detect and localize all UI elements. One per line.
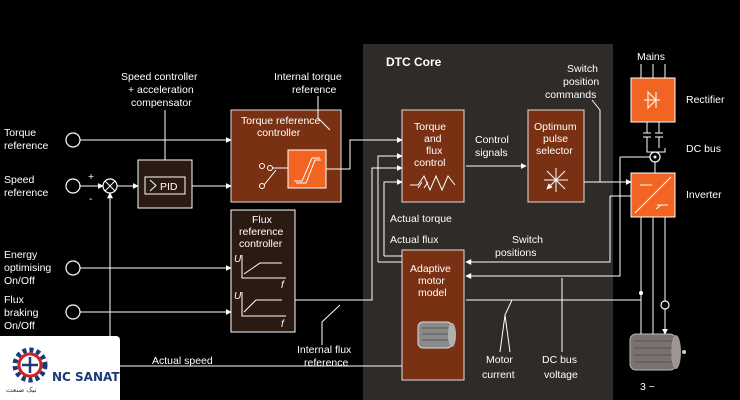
dtc-core-title: DTC Core [386,55,442,69]
flux-braking-input: Flux braking On/Off [4,294,81,332]
optimum-pulse-selector-block: Optimum pulse selector [527,109,585,203]
motor-3-phase-icon [629,333,686,371]
svg-text:motor: motor [418,275,445,287]
internal-torque-reference-label: Internal torque reference [274,71,342,96]
mains-lines [640,64,666,173]
svg-text:controller: controller [239,238,283,250]
svg-text:controller: controller [257,127,301,139]
svg-text:model: model [418,287,447,299]
svg-text:f: f [281,280,285,291]
torque-reference-input: Torque reference [4,127,81,152]
energy-optimising-input: Energy optimising On/Off [4,249,81,287]
svg-text:Control: Control [475,134,509,146]
svg-text:f: f [281,319,285,330]
svg-text:signals: signals [475,147,508,159]
dc-bus-label: DC bus [686,143,721,155]
motor-icon [417,321,456,349]
inverter-label: Inverter [686,189,722,201]
svg-text:Motor: Motor [486,354,513,366]
svg-text:current: current [482,369,515,381]
brand-logo: NC SANAT نیک صنعت [0,336,120,400]
svg-text:Torque reference: Torque reference [241,115,321,127]
actual-speed-label: Actual speed [152,355,213,367]
pid-label: PID [160,181,178,193]
svg-text:position: position [563,76,599,88]
svg-text:control: control [414,157,446,169]
svg-text:DC bus: DC bus [542,354,577,366]
speed-controller-label: Speed controller + acceleration compensa… [121,71,198,109]
motor-current-label: Motor current [482,354,515,381]
svg-text:reference: reference [239,226,284,238]
torque-flux-control-block: Torque and flux control [401,109,465,203]
pid-block: PID [137,159,193,209]
svg-text:U: U [234,254,242,265]
gear-logo-icon [12,347,48,383]
torque-reference-label-1: Torque [4,127,36,139]
minus-sign: - [89,193,93,205]
svg-text:reference: reference [304,357,349,369]
svg-text:Switch: Switch [567,63,598,75]
svg-text:pulse: pulse [543,133,568,145]
mains-label: Mains [637,51,665,63]
torque-reference-label-2: reference [4,140,49,152]
internal-flux-reference-label: Internal flux reference [297,344,352,369]
adaptive-motor-model-block: Adaptive motor model [401,249,465,381]
rectifier-block [630,77,676,123]
svg-text:Flux: Flux [252,214,273,226]
svg-text:commands: commands [545,89,596,101]
svg-text:selector: selector [536,145,573,157]
svg-text:U: U [234,291,242,302]
dc-bus-voltage-label: DC bus voltage [542,354,578,381]
switch-position-commands-label: Switch position commands [545,63,599,101]
summing-junction: + - [88,171,118,205]
svg-text:reference: reference [292,84,337,96]
torque-reference-controller-block: Torque reference controller [230,109,342,203]
flux-braking-label-2: braking [4,307,39,319]
flux-braking-label-3: On/Off [4,320,35,332]
svg-text:voltage: voltage [544,369,578,381]
signal-wires [80,96,669,367]
switch-positions-label: Switch positions [495,234,543,259]
speed-reference-label-1: Speed [4,174,35,186]
svg-text:compensator: compensator [131,97,192,109]
svg-text:+ acceleration: + acceleration [128,84,194,96]
svg-text:and: and [424,133,442,145]
svg-text:Speed controller: Speed controller [121,71,198,83]
actual-torque-label: Actual torque [390,213,452,225]
svg-text:Internal flux: Internal flux [297,344,352,356]
logo-name: NC SANAT [52,370,120,384]
inverter-block [630,172,676,218]
speed-reference-label-2: reference [4,187,49,199]
motor-phase-label: 3 ~ [640,381,655,393]
flux-braking-label-1: Flux [4,294,25,306]
svg-text:Optimum: Optimum [534,121,577,133]
rectifier-label: Rectifier [686,94,725,106]
speed-reference-input: Speed reference [4,174,81,199]
actual-flux-label: Actual flux [390,234,439,246]
plus-sign: + [88,171,94,183]
svg-text:positions: positions [495,247,536,259]
svg-text:Internal torque: Internal torque [274,71,342,83]
logo-subtitle: نیک صنعت [6,387,37,394]
svg-text:Adaptive: Adaptive [410,263,451,275]
flux-reference-controller-block: Flux reference controller U f U f [230,209,296,333]
energy-optimising-label-1: Energy [4,249,38,261]
energy-optimising-label-2: optimising [4,262,51,274]
svg-text:Torque: Torque [414,121,446,133]
energy-optimising-label-3: On/Off [4,275,35,287]
svg-text:flux: flux [426,145,443,157]
svg-text:Switch: Switch [512,234,543,246]
control-signals-label: Control signals [475,134,509,159]
